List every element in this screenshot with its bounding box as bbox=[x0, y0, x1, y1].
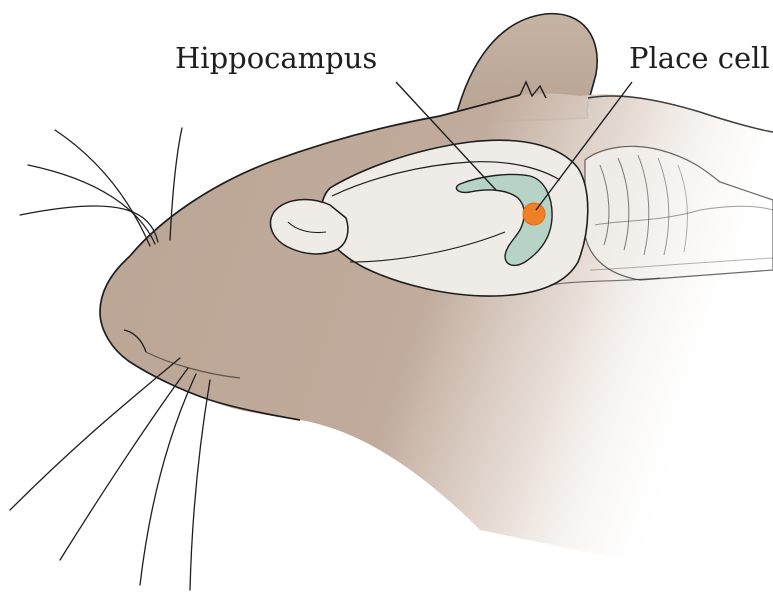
place-cell bbox=[523, 203, 545, 225]
lower-whiskers bbox=[10, 358, 210, 590]
place-cell-label: Place cell bbox=[629, 44, 770, 73]
hippocampus-label: Hippocampus bbox=[175, 44, 377, 73]
